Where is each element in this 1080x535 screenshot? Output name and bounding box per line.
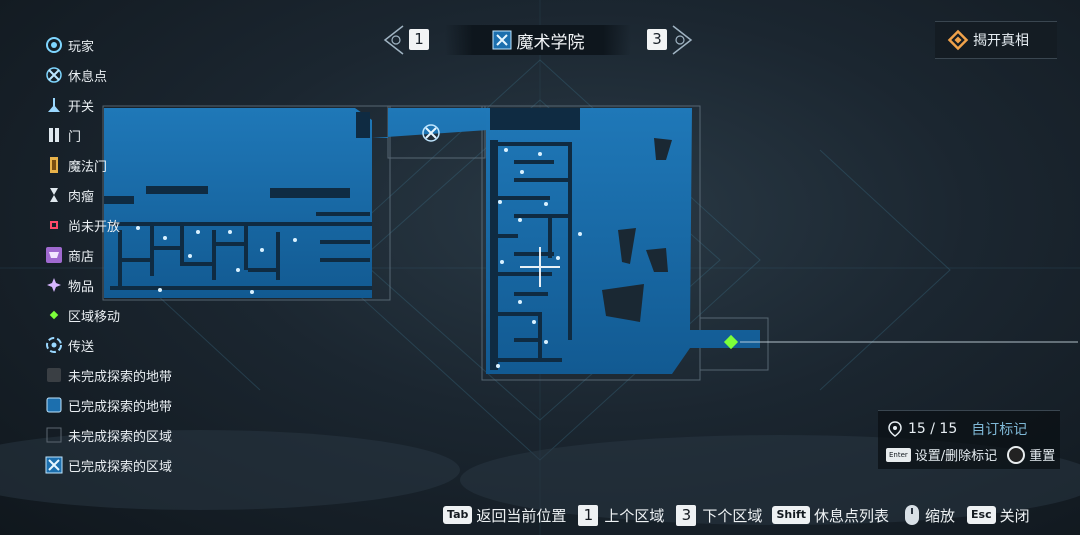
next-area-label: 下个区域 <box>702 506 763 525</box>
rest-list-hint[interactable]: Shift 休息点列表 <box>772 505 889 526</box>
item-markers <box>136 148 582 368</box>
next-key: 3 <box>676 504 697 526</box>
legend-item-tumor: 肉瘤 <box>44 180 244 210</box>
reveal-truth-button[interactable]: 揭开真相 <box>935 21 1057 59</box>
enter-key: Enter <box>886 447 911 462</box>
legend-label: 尚未开放 <box>68 219 121 235</box>
prev-area-key[interactable]: 1 <box>409 29 429 50</box>
legend-label: 开关 <box>68 99 95 115</box>
marker-panel: 15 / 15 自订标记 Enter 设置/删除标记 重置 <box>878 410 1060 469</box>
rest-point-marker[interactable] <box>422 124 440 142</box>
legend-item-magic-door: 魔法门 <box>44 150 244 180</box>
reset-label[interactable]: 重置 <box>1029 449 1056 464</box>
explored-zone-icon <box>44 395 64 415</box>
legend-item-door: 门 <box>44 120 244 150</box>
tab-key: Tab <box>443 506 473 524</box>
next-area-hint[interactable]: 3 下个区域 <box>676 504 763 526</box>
legend-item-unexplored-zone: 未完成探索的地带 <box>44 360 244 390</box>
diamond-icon <box>947 29 969 51</box>
return-current-hint[interactable]: Tab 返回当前位置 <box>443 505 566 526</box>
legend-item-item: 物品 <box>44 270 244 300</box>
set-marker-label[interactable]: 设置/删除标记 <box>914 449 998 464</box>
legend-label: 肉瘤 <box>68 189 95 205</box>
custom-marker-label: 自订标记 <box>971 422 1028 438</box>
close-label: 关闭 <box>999 506 1030 525</box>
marker-count: 15 / 15 <box>908 421 958 437</box>
esc-key: Esc <box>967 506 996 524</box>
zoom-label: 缩放 <box>925 506 956 525</box>
legend-item-area-move: 区域移动 <box>44 300 244 330</box>
legend-item-explored-area: 已完成探索的区域 <box>44 450 244 480</box>
legend-label: 门 <box>68 129 82 145</box>
not-open-icon <box>44 215 64 235</box>
map-legend: 玩家 休息点 开关 门 魔法门 肉瘤 尚未开放 商店 物品 区域移动 传送 <box>44 30 244 480</box>
prev-key: 1 <box>578 504 599 526</box>
prev-area-label: 上个区域 <box>604 506 665 525</box>
explored-area-icon <box>44 455 64 475</box>
pin-icon <box>888 421 902 437</box>
zoom-hint[interactable]: 缩放 <box>903 503 955 527</box>
magic-door-icon <box>44 155 64 175</box>
legend-label: 已完成探索的区域 <box>68 459 173 475</box>
switch-icon <box>44 95 64 115</box>
area-title-box: 魔术学院 <box>445 25 631 55</box>
right-zone-walls <box>490 108 580 370</box>
item-icon <box>44 275 64 295</box>
legend-item-unexplored-area: 未完成探索的区域 <box>44 420 244 450</box>
shop-icon <box>44 245 64 265</box>
explored-area-icon <box>492 30 511 50</box>
player-icon <box>44 35 64 55</box>
rest-point-icon <box>44 65 64 85</box>
unexplored-zone-icon <box>44 365 64 385</box>
teleport-icon <box>44 335 64 355</box>
reveal-truth-label: 揭开真相 <box>973 33 1029 49</box>
unexplored-area-icon <box>44 425 64 445</box>
legend-label: 区域移动 <box>68 309 121 325</box>
mouse-icon <box>905 505 920 525</box>
room-gaps <box>602 138 672 322</box>
next-area-key[interactable]: 3 <box>647 29 667 50</box>
legend-item-shop: 商店 <box>44 240 244 270</box>
legend-item-teleport: 传送 <box>44 330 244 360</box>
player-marker <box>520 247 560 287</box>
area-move-icon <box>44 305 64 325</box>
legend-label: 魔法门 <box>68 159 108 175</box>
door-icon <box>44 125 64 145</box>
reset-button-icon <box>1007 445 1026 464</box>
legend-label: 商店 <box>68 249 95 265</box>
legend-label: 传送 <box>68 339 95 355</box>
legend-item-not-open: 尚未开放 <box>44 210 244 240</box>
tumor-icon <box>44 185 64 205</box>
area-move-marker[interactable] <box>723 334 1078 350</box>
legend-label: 未完成探索的地带 <box>68 369 173 385</box>
legend-item-rest-point: 休息点 <box>44 60 244 90</box>
area-title: 魔术学院 <box>516 32 585 53</box>
legend-label: 玩家 <box>68 39 95 55</box>
legend-item-switch: 开关 <box>44 90 244 120</box>
legend-label: 未完成探索的区域 <box>68 429 173 445</box>
next-area-arrow-icon[interactable] <box>671 24 693 56</box>
return-current-label: 返回当前位置 <box>476 506 567 525</box>
left-zone-walls <box>104 112 372 290</box>
legend-label: 已完成探索的地带 <box>68 399 173 415</box>
rest-list-label: 休息点列表 <box>814 506 890 525</box>
area-selector: 1 魔术学院 3 <box>383 22 693 58</box>
close-hint[interactable]: Esc 关闭 <box>967 505 1030 526</box>
control-hints-bar: Tab 返回当前位置 1 上个区域 3 下个区域 Shift 休息点列表 缩放 … <box>443 503 1036 527</box>
prev-area-arrow-icon[interactable] <box>383 24 405 56</box>
shift-key: Shift <box>772 506 811 524</box>
prev-area-hint[interactable]: 1 上个区域 <box>578 504 665 526</box>
legend-label: 物品 <box>68 279 95 295</box>
legend-label: 休息点 <box>68 69 108 85</box>
legend-item-player: 玩家 <box>44 30 244 60</box>
legend-item-explored-zone: 已完成探索的地带 <box>44 390 244 420</box>
